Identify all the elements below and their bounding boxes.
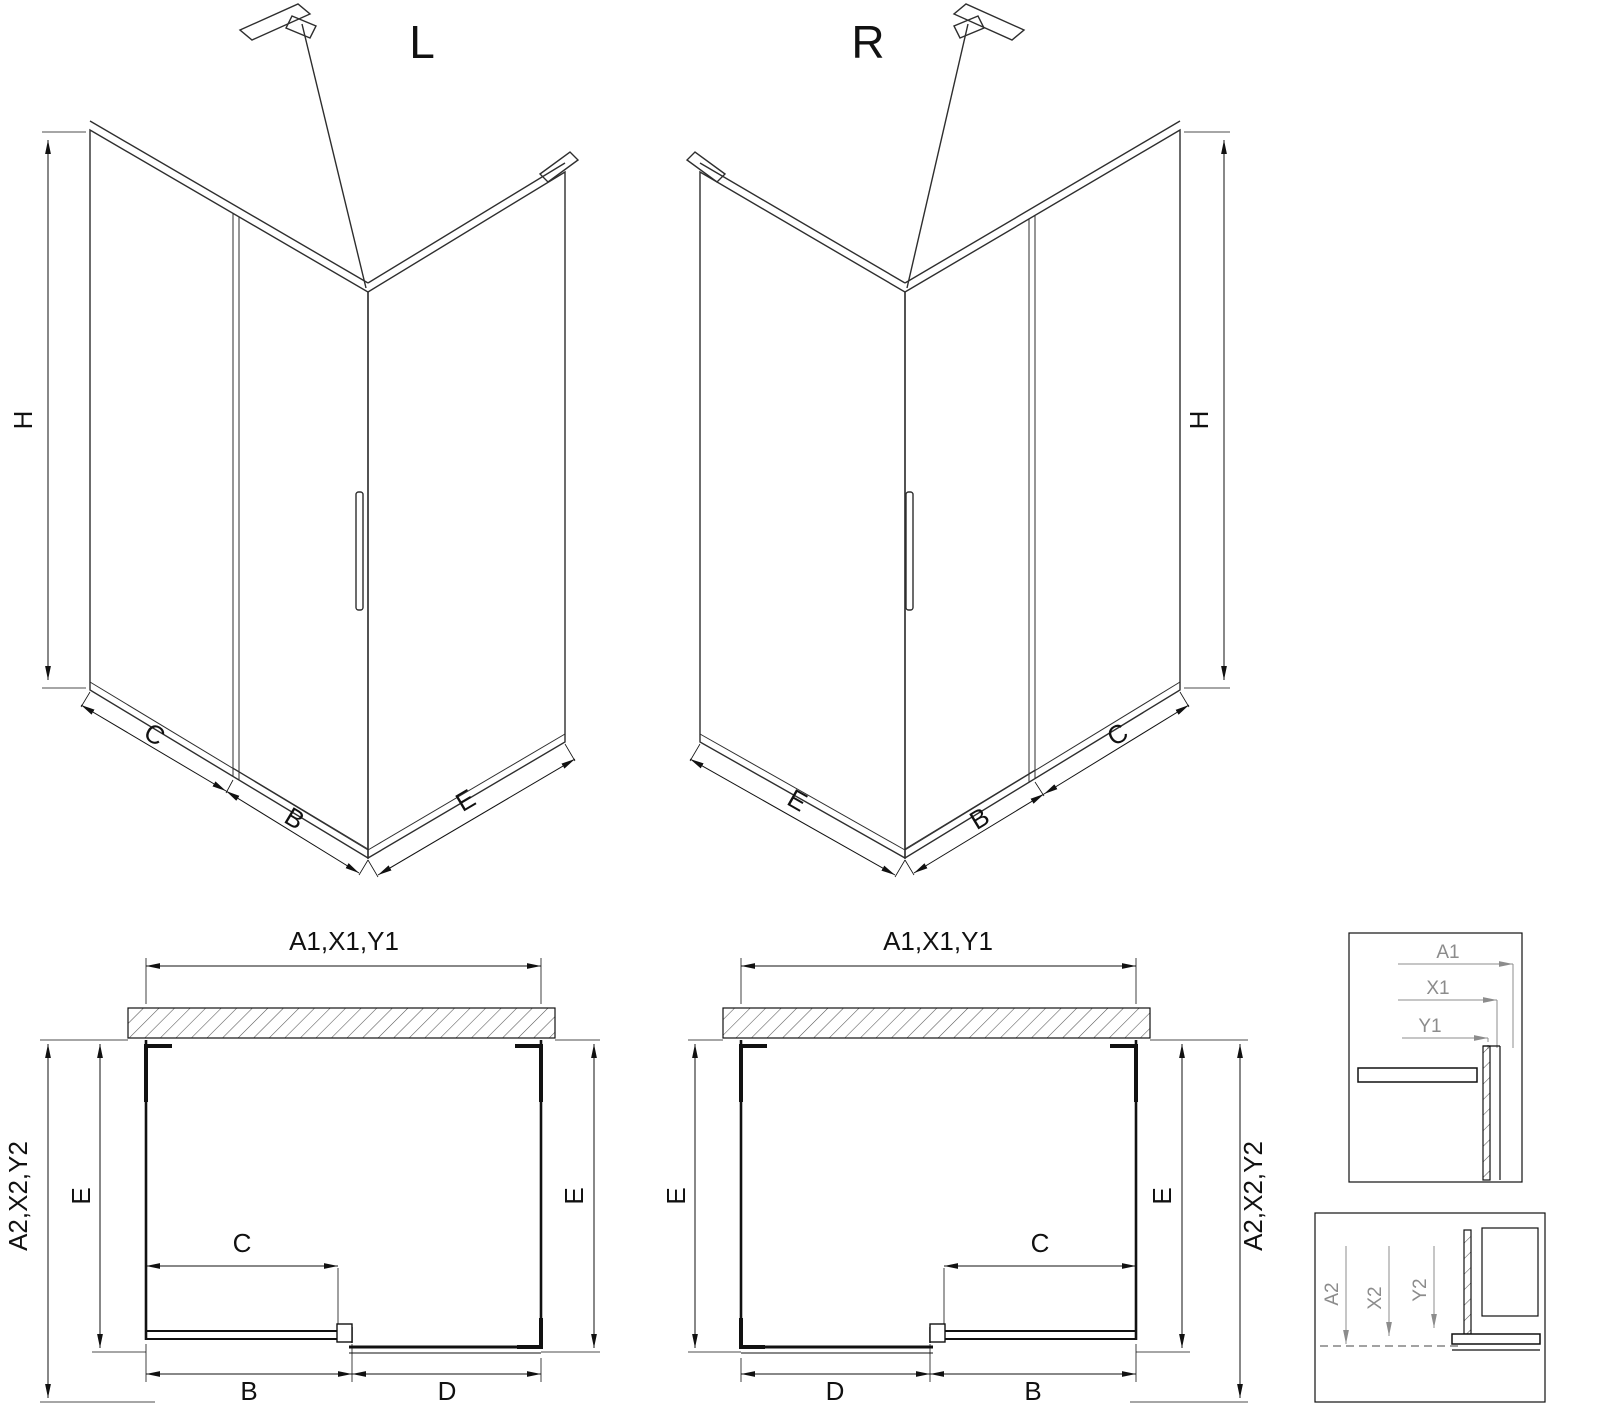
iso-right-dimensions: H E B C [689,131,1230,878]
door-roller [929,1323,946,1343]
ceiling-bracket [238,3,312,41]
plan-view-right [722,1007,1151,1354]
dim-label-a2: A2,X2,Y2 [1238,1141,1268,1251]
dim-label-e-right: E [1147,1187,1177,1204]
iso-left-dimensions: H C B E [8,131,576,878]
dim-label-e-left: E [661,1187,691,1204]
variant-label-right: R [851,16,884,68]
detail-label-a2: A2 [1322,1282,1343,1305]
wall-bracket [538,151,580,183]
plan-right-dimensions: A1,X1,Y1 E C D B E A2,X2,Y2 [661,926,1268,1406]
dim-label-c: C [233,1228,252,1258]
door-handle [355,491,364,611]
wall-bracket [685,151,727,183]
dim-label-a1: A1,X1,Y1 [883,926,993,956]
dim-label-e-left: E [66,1187,96,1204]
dim-label-c: C [1031,1228,1050,1258]
dim-label-b: B [279,801,309,836]
detail-section-bottom: A2 X2 Y2 [1314,1212,1546,1403]
variant-label-left: L [409,16,435,68]
wall-section [127,1007,556,1039]
plan-view-left [127,1007,556,1354]
plan-left-dimensions: A1,X1,Y1 A2,X2,Y2 E C B D E [3,926,600,1406]
detail-label-y2: Y2 [1410,1278,1431,1301]
detail-frame [1348,932,1523,1183]
door-handle [905,491,914,611]
dim-label-e: E [450,783,480,818]
dim-label-b: B [240,1376,257,1406]
dim-label-d: D [826,1376,845,1406]
dim-label-e: E [782,783,812,818]
wall-section [722,1007,1151,1039]
detail-label-x1: X1 [1426,978,1449,999]
dim-label-e-right: E [559,1187,589,1204]
ceiling-bracket [952,3,1026,41]
detail-label-x2: X2 [1365,1286,1386,1309]
door-roller [336,1323,353,1343]
dim-label-h: H [1184,411,1214,430]
dim-label-b: B [1024,1376,1041,1406]
detail-section-top: A1 X1 Y1 [1348,932,1523,1183]
detail-frame [1314,1212,1546,1403]
dim-label-a1: A1,X1,Y1 [289,926,399,956]
dim-label-h: H [8,411,38,430]
detail-label-y1: Y1 [1418,1016,1441,1037]
dim-label-a2: A2,X2,Y2 [3,1141,33,1251]
dim-label-d: D [438,1376,457,1406]
detail-label-a1: A1 [1436,942,1459,963]
